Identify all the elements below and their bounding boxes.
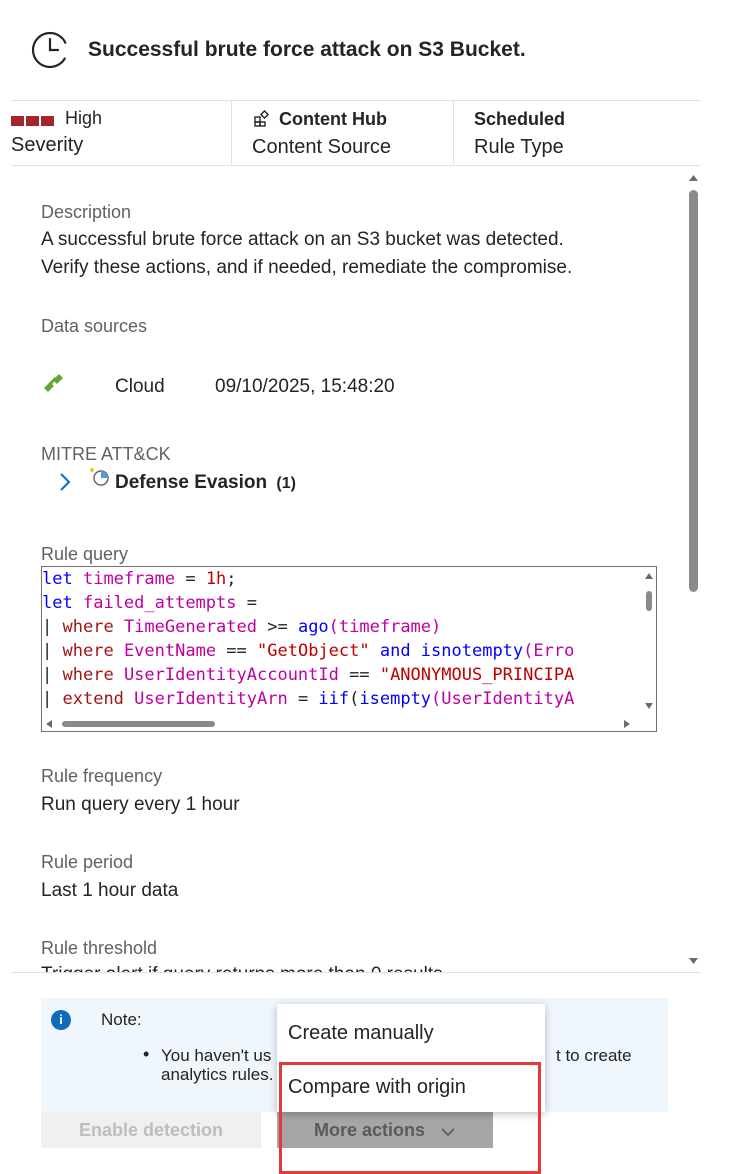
content-source-value: Content Hub <box>279 109 387 129</box>
chevron-right-icon[interactable] <box>56 470 74 494</box>
connector-icon <box>41 372 67 396</box>
divider <box>11 100 701 101</box>
description-label: Description <box>41 202 132 222</box>
divider <box>453 101 454 165</box>
panel-scrollbar-thumb[interactable] <box>689 190 698 592</box>
note-text: analytics rules. <box>161 1065 274 1084</box>
info-icon: i <box>51 1010 71 1030</box>
content-source-label: Content Source <box>252 136 391 158</box>
rule-frequency-value: Run query every 1 hour <box>41 794 240 815</box>
data-source-timestamp: 09/10/2025, 15:48:20 <box>215 376 395 397</box>
rule-type-label: Rule Type <box>474 136 564 158</box>
menu-item-create-manually[interactable]: Create manually <box>288 1022 434 1044</box>
code-line: | where UserIdentityAccountId == "ANONYM… <box>42 665 575 685</box>
panel-scrollbar[interactable] <box>688 168 699 970</box>
more-actions-button[interactable]: More actions <box>277 1112 493 1148</box>
enable-detection-button[interactable]: Enable detection <box>41 1112 261 1148</box>
rule-period-value: Last 1 hour data <box>41 880 179 901</box>
bullet: • <box>143 1044 150 1064</box>
chevron-down-icon <box>440 1113 456 1149</box>
rule-threshold-label: Rule threshold <box>41 938 158 958</box>
highlight-box <box>279 1062 541 1174</box>
code-scrollbar-horizontal[interactable] <box>42 717 656 731</box>
menu-item-compare-with-origin[interactable]: Compare with origin <box>288 1076 466 1098</box>
more-actions-menu: Create manually Compare with origin <box>277 1004 545 1112</box>
content-hub-icon <box>253 109 271 128</box>
divider <box>11 972 701 973</box>
page-title: Successful brute force attack on S3 Buck… <box>88 38 526 61</box>
code-line: let failed_attempts = <box>42 593 257 613</box>
code-line: | extend UserIdentityArn = iif(isempty(U… <box>42 689 575 709</box>
clock-icon <box>30 30 70 70</box>
divider <box>11 165 701 166</box>
description-line: A successful brute force attack on an S3… <box>41 229 564 250</box>
data-sources-label: Data sources <box>41 316 148 336</box>
severity-value: High <box>65 108 103 128</box>
severity-indicator <box>11 113 56 131</box>
mitre-tactic[interactable]: Defense Evasion (1) <box>115 472 296 493</box>
data-source-name: Cloud <box>115 376 165 397</box>
note-text: t to create <box>556 1046 632 1065</box>
divider <box>231 101 232 165</box>
tactic-icon <box>88 466 112 490</box>
rule-threshold-value: Trigger alert if query returns more than… <box>41 964 443 972</box>
rule-query-label: Rule query <box>41 544 129 564</box>
details-scroll-area[interactable]: Description A successful brute force att… <box>0 166 688 972</box>
description-line: Verify these actions, and if needed, rem… <box>41 257 573 278</box>
code-line: let timeframe = 1h; <box>42 569 237 589</box>
note-title: Note: <box>101 1010 142 1029</box>
note-text: You haven't us <box>161 1046 272 1065</box>
code-line: | where TimeGenerated >= ago(timeframe) <box>42 617 442 637</box>
mitre-label: MITRE ATT&CK <box>41 444 171 464</box>
code-line: | where EventName == "GetObject" and isn… <box>42 641 575 661</box>
rule-frequency-label: Rule frequency <box>41 766 163 786</box>
rule-period-label: Rule period <box>41 852 134 872</box>
severity-label: Severity <box>11 134 84 156</box>
rule-type-value: Scheduled <box>474 109 566 129</box>
rule-query-editor[interactable]: let timeframe = 1h; let failed_attempts … <box>41 566 657 732</box>
code-scrollbar-vertical[interactable] <box>642 567 656 715</box>
